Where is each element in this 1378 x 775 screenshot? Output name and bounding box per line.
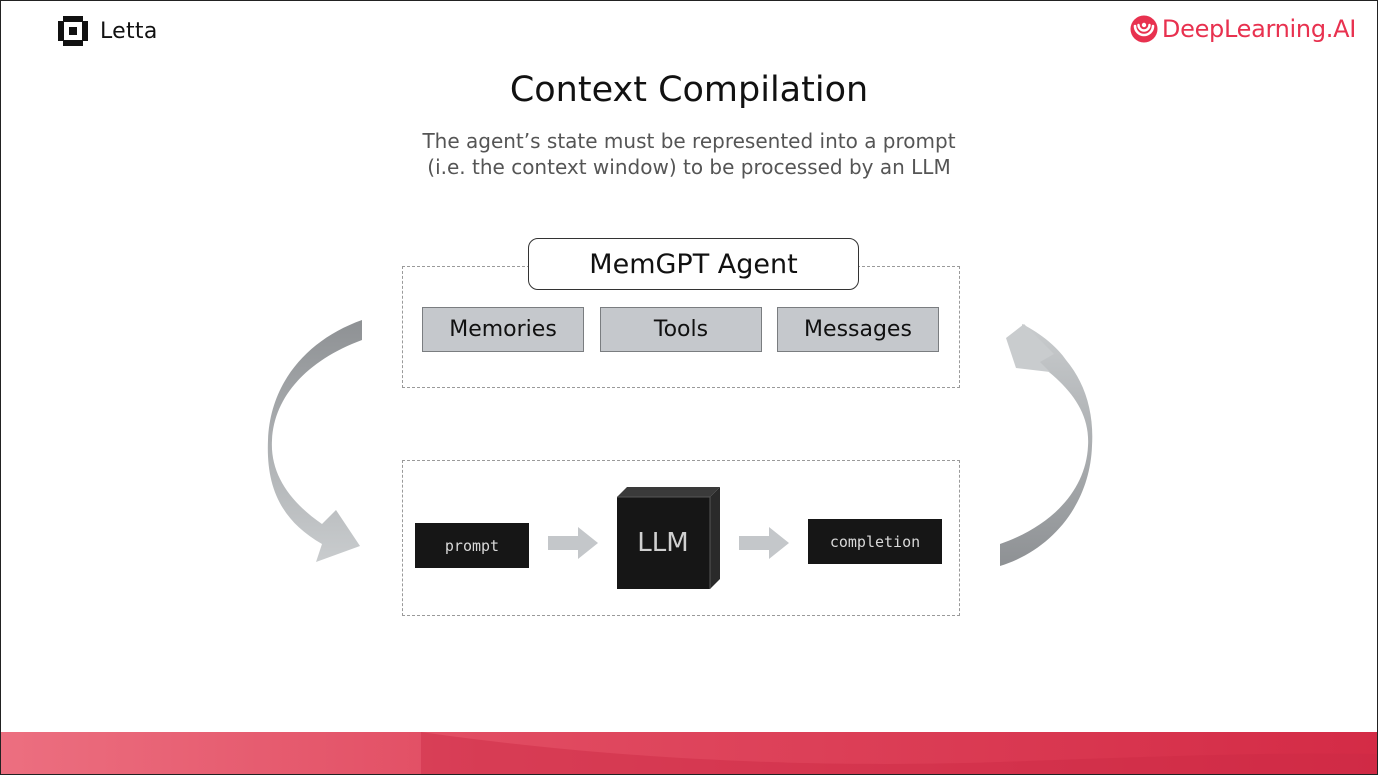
llm-label: LLM <box>637 528 689 558</box>
compile-arrow-icon <box>267 320 362 562</box>
inference-container <box>402 460 960 616</box>
component-messages: Messages <box>777 307 939 352</box>
subtitle-line-1: The agent’s state must be represented in… <box>422 129 956 153</box>
letta-square-icon <box>58 16 88 46</box>
arrow-right-icon <box>739 527 789 559</box>
deeplearning-wordmark: DeepLearning.AI <box>1161 15 1356 43</box>
component-tools: Tools <box>600 307 762 352</box>
agent-label: MemGPT Agent <box>528 238 859 290</box>
llm-cube-icon <box>617 487 720 589</box>
deeplearning-spiral-icon <box>1130 15 1158 43</box>
slide-subtitle: The agent’s state must be represented in… <box>0 128 1378 180</box>
completion-box: completion <box>808 519 942 564</box>
bottom-band <box>1 732 1377 774</box>
letta-wordmark: Letta <box>100 18 158 44</box>
letta-logo: Letta <box>58 16 158 46</box>
component-memories: Memories <box>422 307 584 352</box>
prompt-box: prompt <box>415 523 529 568</box>
slide-title: Context Compilation <box>509 70 869 110</box>
arrow-right-icon <box>548 527 598 559</box>
update-arrow-icon <box>1000 324 1093 566</box>
subtitle-line-2: (i.e. the context window) to be processe… <box>427 155 951 179</box>
deeplearning-logo: DeepLearning.AI <box>1129 14 1356 44</box>
